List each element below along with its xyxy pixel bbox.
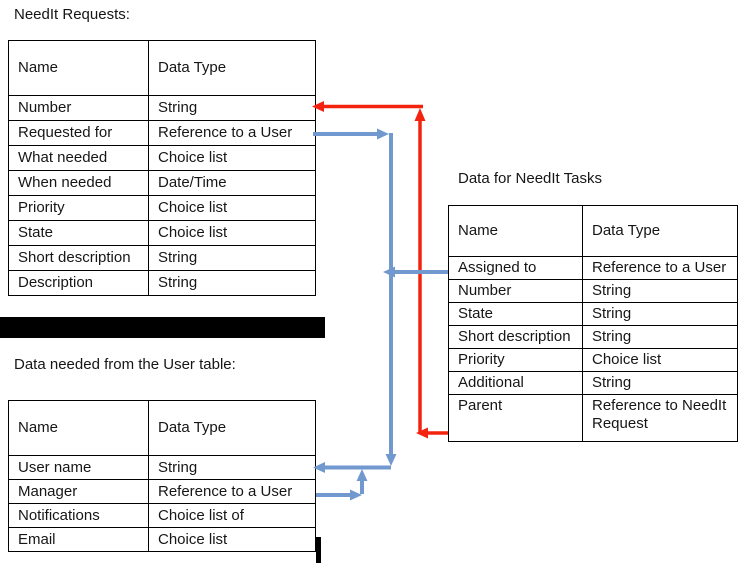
table-row: Requested for Reference to a User [8,120,316,146]
field-type-cell: Reference to NeedIt Request [582,394,738,442]
field-name-cell: Priority [448,348,583,372]
table-row: Number String [8,95,316,121]
field-type-cell: Choice list [582,348,738,372]
field-type-cell: Choice list [148,220,316,246]
table-row: Additional String [448,371,738,395]
field-name-cell: Short description [8,245,149,271]
arrowhead-down-icon [385,454,397,466]
field-name-cell: Requested for [8,120,149,146]
header-cell-name: Name [8,40,149,96]
field-type-cell: Reference to a User [148,479,316,504]
field-name-cell: Number [8,95,149,121]
field-name-cell: Assigned to [448,256,583,280]
table-row: Parent Reference to NeedIt Request [448,394,738,442]
table-row: Number String [448,279,738,303]
field-type-cell: String [148,95,316,121]
field-type-cell: String [148,270,316,296]
field-name-cell: Email [8,527,149,552]
requests-section-title: NeedIt Requests: [14,6,130,23]
needit-requests-table: Name Data Type Number String Requested f… [8,40,316,296]
tasks-section-title: Data for NeedIt Tasks [458,170,602,187]
field-type-cell: String [582,325,738,349]
field-type-cell: Choice list [148,195,316,221]
table-row: What needed Choice list [8,145,316,171]
field-type-cell: Reference to a User [148,120,316,146]
field-name-cell: State [448,302,583,326]
arrowhead-right-icon [377,128,389,140]
table-row: Description String [8,270,316,296]
table-row: Short description String [8,245,316,271]
field-name-cell: Number [448,279,583,303]
header-cell-data-type: Data Type [148,400,316,456]
table-row: Priority Choice list [448,348,738,372]
table-row: Priority Choice list [8,195,316,221]
table-row: Short description String [448,325,738,349]
field-name-cell: Short description [448,325,583,349]
arrowhead-left-icon [383,266,395,278]
redaction-bar [0,317,325,338]
field-type-cell: String [582,279,738,303]
table-row: State Choice list [8,220,316,246]
arrow-assigned-to-to-user [383,266,448,278]
table-row: When needed Date/Time [8,170,316,196]
table-header-row: Name Data Type [448,205,738,257]
user-section-title: Data needed from the User table: [14,356,236,373]
table-row: Assigned to Reference to a User [448,256,738,280]
field-name-cell: Priority [8,195,149,221]
field-name-cell: What needed [8,145,149,171]
table-header-row: Name Data Type [8,40,316,96]
field-name-cell: Description [8,270,149,296]
header-cell-name: Name [448,205,583,257]
table-row: Notifications Choice list of [8,503,316,528]
header-cell-name: Name [8,400,149,456]
table-row: Manager Reference to a User [8,479,316,504]
arrow-manager-to-user [316,469,368,501]
field-type-cell: String [148,245,316,271]
needit-tasks-table: Name Data Type Assigned to Reference to … [448,205,738,442]
user-table: Name Data Type User name String Manager … [8,400,316,552]
field-name-cell: Manager [8,479,149,504]
redaction-mark [316,537,321,563]
field-type-cell: Date/Time [148,170,316,196]
arrowhead-left-icon [416,427,428,439]
field-name-cell: User name [8,455,149,480]
table-header-row: Name Data Type [8,400,316,456]
field-name-cell: Additional [448,371,583,395]
arrow-parent-to-request [312,101,448,439]
field-name-cell: Parent [448,394,583,442]
field-name-cell: When needed [8,170,149,196]
field-type-cell: String [582,302,738,326]
field-type-cell: Choice list [148,527,316,552]
field-type-cell: String [148,455,316,480]
table-row: User name String [8,455,316,480]
field-name-cell: State [8,220,149,246]
table-row: Email Choice list [8,527,316,552]
arrowhead-up-icon [414,108,426,121]
arrow-requested-for-to-user [313,128,397,473]
field-name-cell: Notifications [8,503,149,528]
arrowhead-right-icon [350,489,362,501]
field-type-cell: Reference to a User [582,256,738,280]
field-type-cell: Choice list of [148,503,316,528]
table-row: State String [448,302,738,326]
field-type-cell: Choice list [148,145,316,171]
arrowhead-up-icon [356,469,368,481]
header-cell-data-type: Data Type [582,205,738,257]
field-type-cell: String [582,371,738,395]
header-cell-data-type: Data Type [148,40,316,96]
